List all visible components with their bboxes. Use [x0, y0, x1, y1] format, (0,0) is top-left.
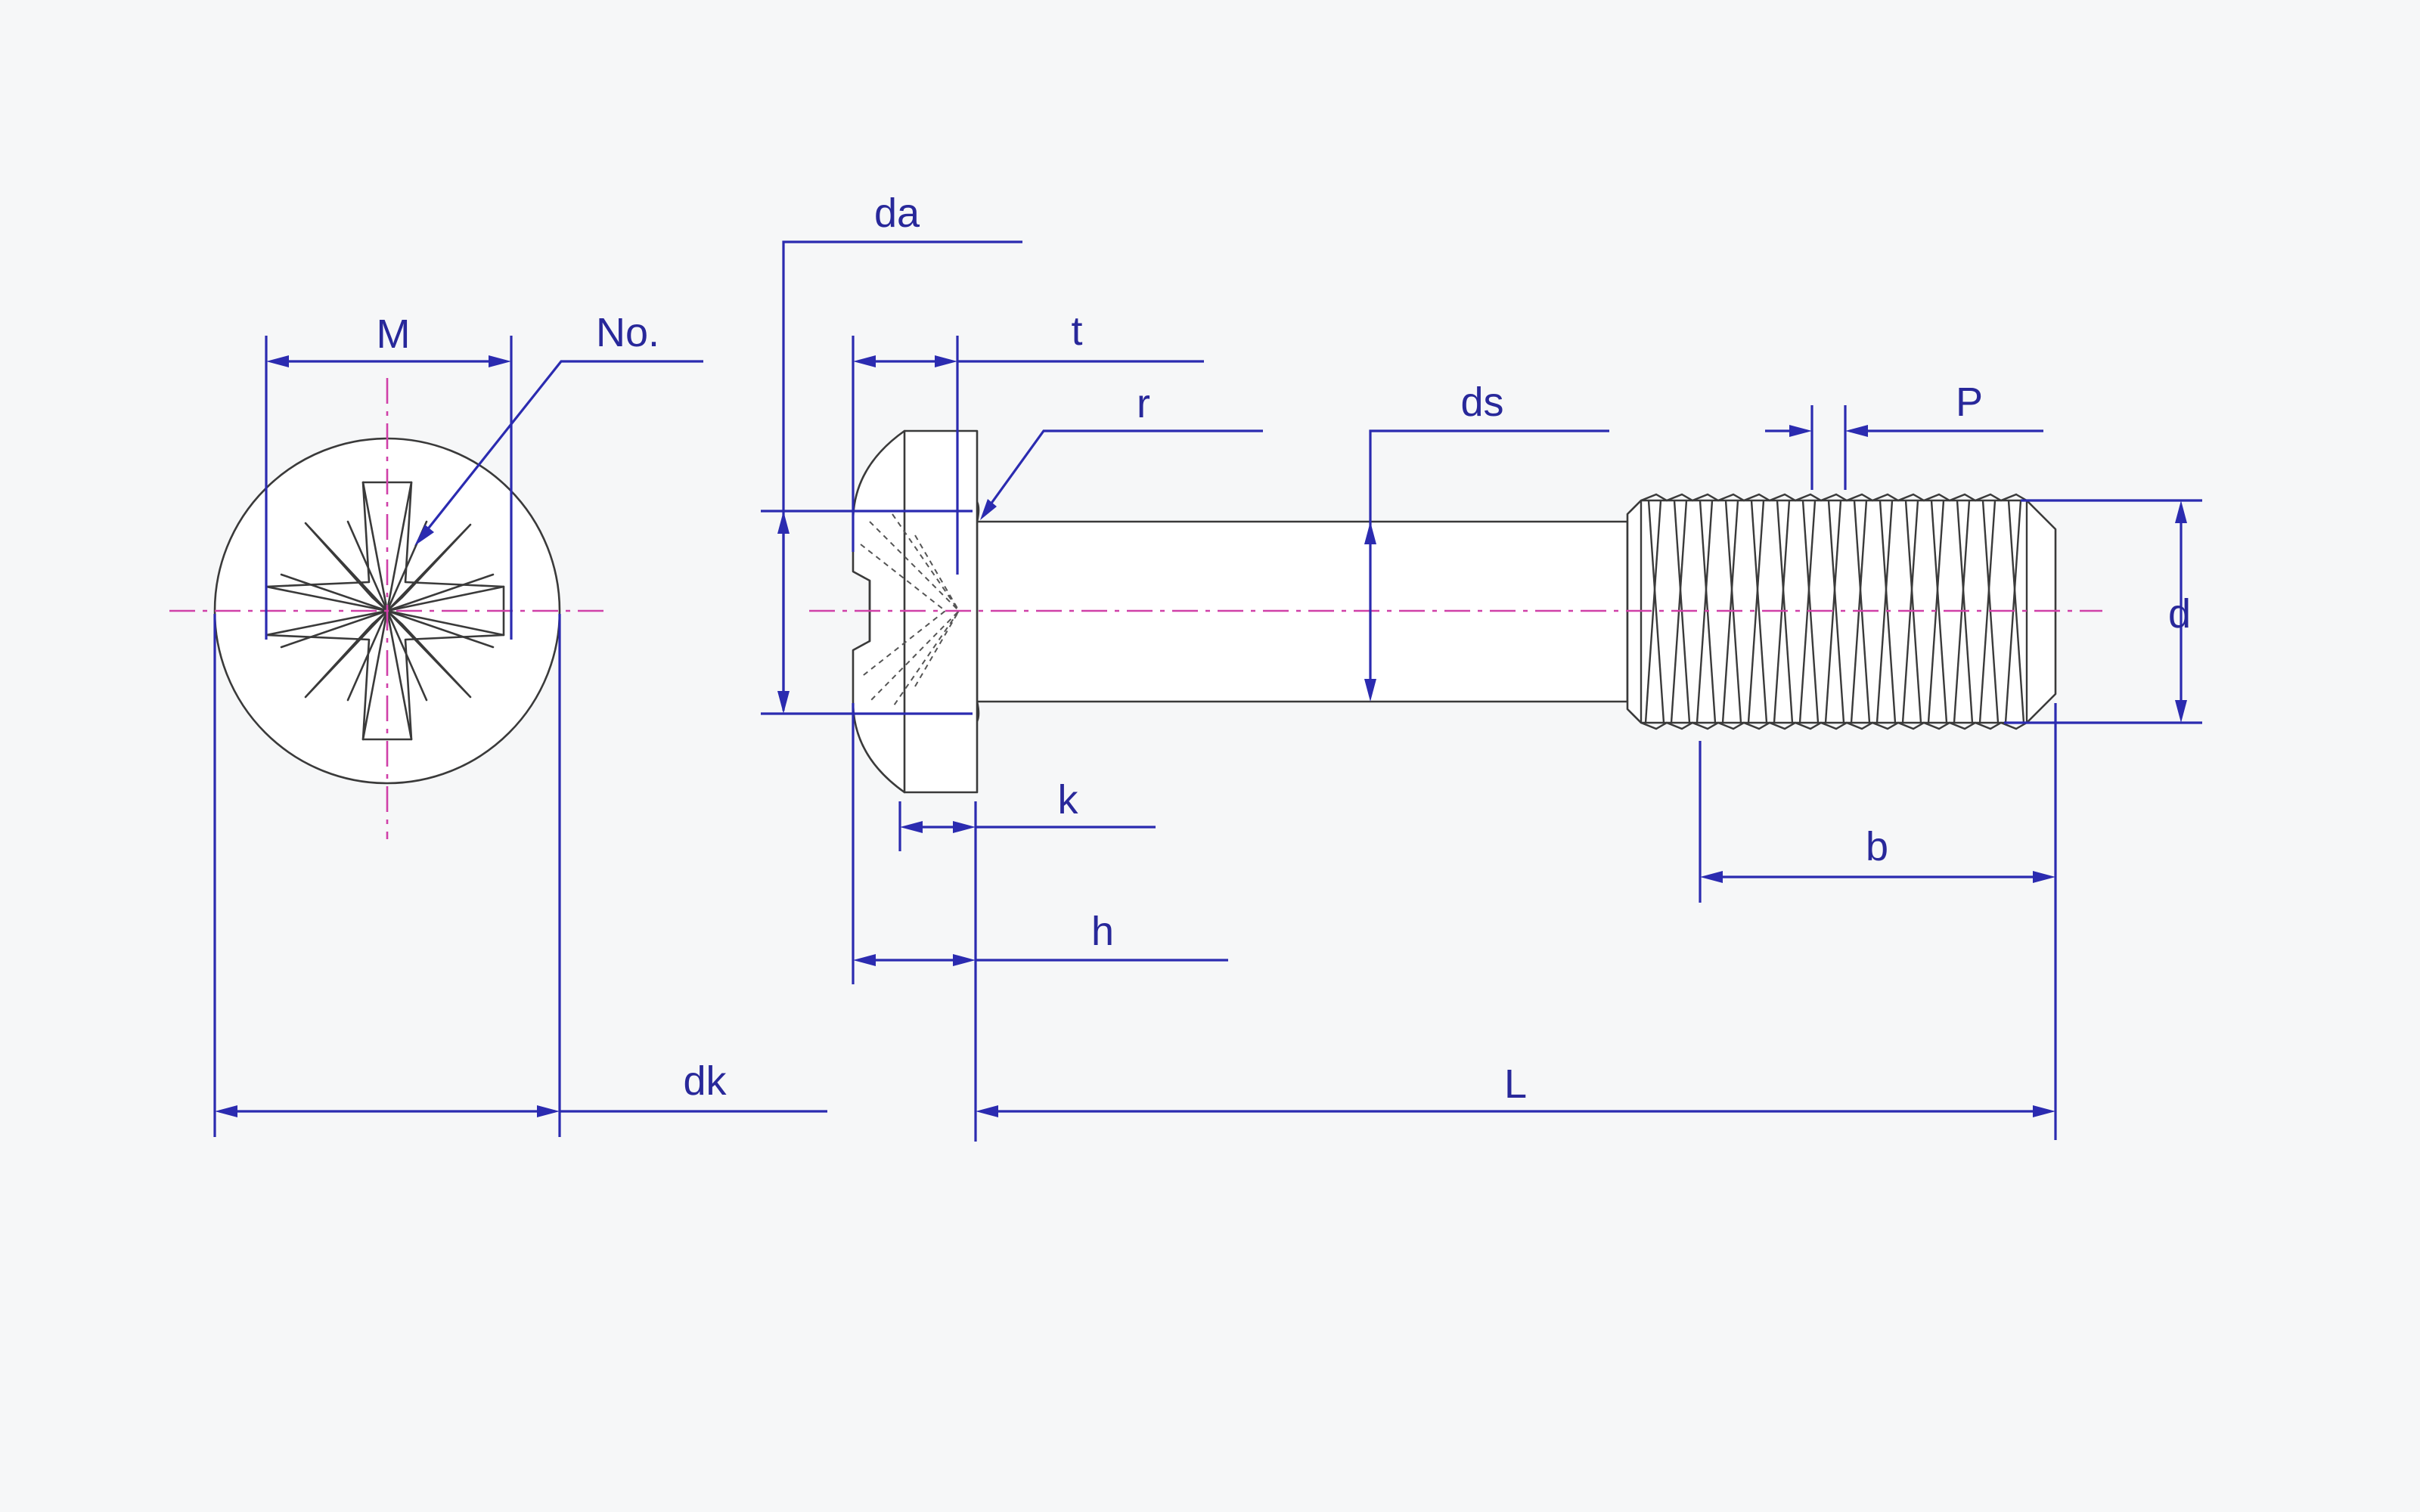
label-b: b [1866, 824, 1888, 869]
screw-side-view [809, 429, 2102, 794]
dimension-t: t [852, 308, 1204, 575]
dimension-k: k [898, 777, 1156, 1142]
label-t: t [1071, 308, 1082, 354]
label-P: P [1956, 380, 1983, 425]
dimension-b: b [1699, 703, 2057, 1140]
dimension-dk: dk [213, 614, 827, 1137]
dimension-M: M [265, 311, 513, 640]
dimension-d: d [2004, 499, 2202, 724]
label-ds: ds [1460, 380, 1503, 425]
leader-No: No. [414, 310, 703, 546]
leader-r: r [980, 381, 1263, 520]
head-top-view [169, 378, 608, 839]
label-d: d [2168, 591, 2191, 637]
label-No: No. [596, 310, 659, 355]
label-da: da [874, 191, 920, 236]
dimension-ds: ds [1364, 380, 1609, 702]
dimension-da: da [761, 191, 1022, 715]
label-M: M [377, 311, 411, 357]
label-k: k [1058, 777, 1079, 823]
dimension-L: L [976, 1061, 2055, 1117]
label-r: r [1137, 381, 1150, 426]
label-dk: dk [683, 1058, 727, 1104]
label-h: h [1091, 909, 1114, 954]
dimension-P: P [1765, 380, 2043, 490]
label-L: L [1504, 1061, 1527, 1107]
dimension-h: h [852, 703, 1228, 984]
